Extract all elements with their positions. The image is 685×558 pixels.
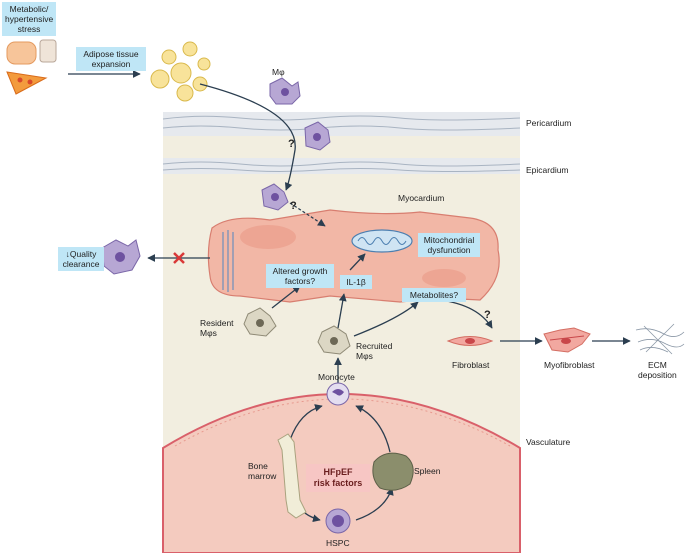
monocyte-icon xyxy=(326,382,350,406)
myofibroblast-label: Myofibroblast xyxy=(544,360,595,370)
blocked-x-icon xyxy=(173,252,185,264)
arrow-spleen-to-monocyte xyxy=(355,405,391,453)
spleen-label: Spleen xyxy=(414,466,441,476)
macrophage-pericardium-icon xyxy=(304,121,331,151)
fibroblast-label: Fibroblast xyxy=(452,360,490,370)
stress-label: Metabolic/ hypertensive stress xyxy=(2,2,56,36)
question-mark-fibroblast: ? xyxy=(484,309,491,321)
ecm-deposition-label: ECM deposition xyxy=(638,360,677,380)
macrophage-myocardium-icon xyxy=(261,183,289,211)
macrophage-top-label: Mφ xyxy=(272,67,285,77)
hspc-label: HSPC xyxy=(326,538,350,548)
arrow-adipose-to-myocardium xyxy=(199,83,296,191)
myocardium-label: Myocardium xyxy=(398,193,445,203)
arrow-recruited-to-il1b xyxy=(337,293,347,329)
fibroblast-icon xyxy=(446,336,494,346)
arrow-bone-to-monocyte xyxy=(289,404,323,441)
vasculature-label: Vasculature xyxy=(526,437,571,447)
epicardium-layer xyxy=(163,158,520,174)
arrow-hspc-to-spleen xyxy=(355,487,394,521)
il1b-label: IL-1β xyxy=(340,275,372,289)
arrow-resident-to-growth xyxy=(271,285,301,309)
spleen-icon xyxy=(372,452,414,491)
pericardium-layer xyxy=(163,112,520,136)
recruited-macrophages-label: Recruited Mφs xyxy=(356,341,393,361)
hspc-icon xyxy=(325,508,351,534)
macrophage-top-icon xyxy=(269,77,301,105)
question-mark-myocardium: ? xyxy=(290,200,297,212)
arrow-recruited-to-metabolites xyxy=(353,301,419,337)
resident-macrophages-label: Resident Mφs xyxy=(200,318,234,338)
recruited-macrophage-icon xyxy=(317,325,351,355)
bone-marrow-label: Bone marrow xyxy=(248,461,277,481)
mitochondrial-dysfunction-label: Mitochondrial dysfunction xyxy=(418,233,480,257)
metabolites-label: Metabolites? xyxy=(402,288,466,302)
hfpef-risk-factors-label: HFpEF risk factors xyxy=(306,464,370,492)
question-mark-pericardium: ? xyxy=(288,138,295,150)
arrow-il1b-to-mito xyxy=(349,253,366,271)
resident-macrophage-icon xyxy=(243,307,277,337)
arrow-macrophage-to-cell xyxy=(289,202,326,227)
macrophage-clearance-icon xyxy=(101,239,141,275)
epicardium-label: Epicardium xyxy=(526,165,569,175)
pericardium-label: Pericardium xyxy=(526,118,572,128)
altered-growth-factors-label: Altered growth factors? xyxy=(266,264,334,288)
myofibroblast-icon xyxy=(543,327,591,353)
monocyte-label: Monocyte xyxy=(318,372,355,382)
bone-icon xyxy=(277,433,307,519)
food-icon xyxy=(6,39,57,95)
adipose-label: Adipose tissue expansion xyxy=(76,47,146,71)
adipocyte-cluster-icon xyxy=(150,41,211,102)
ecm-icon xyxy=(635,323,685,355)
quality-clearance-label: ↓Quality clearance xyxy=(58,247,104,271)
